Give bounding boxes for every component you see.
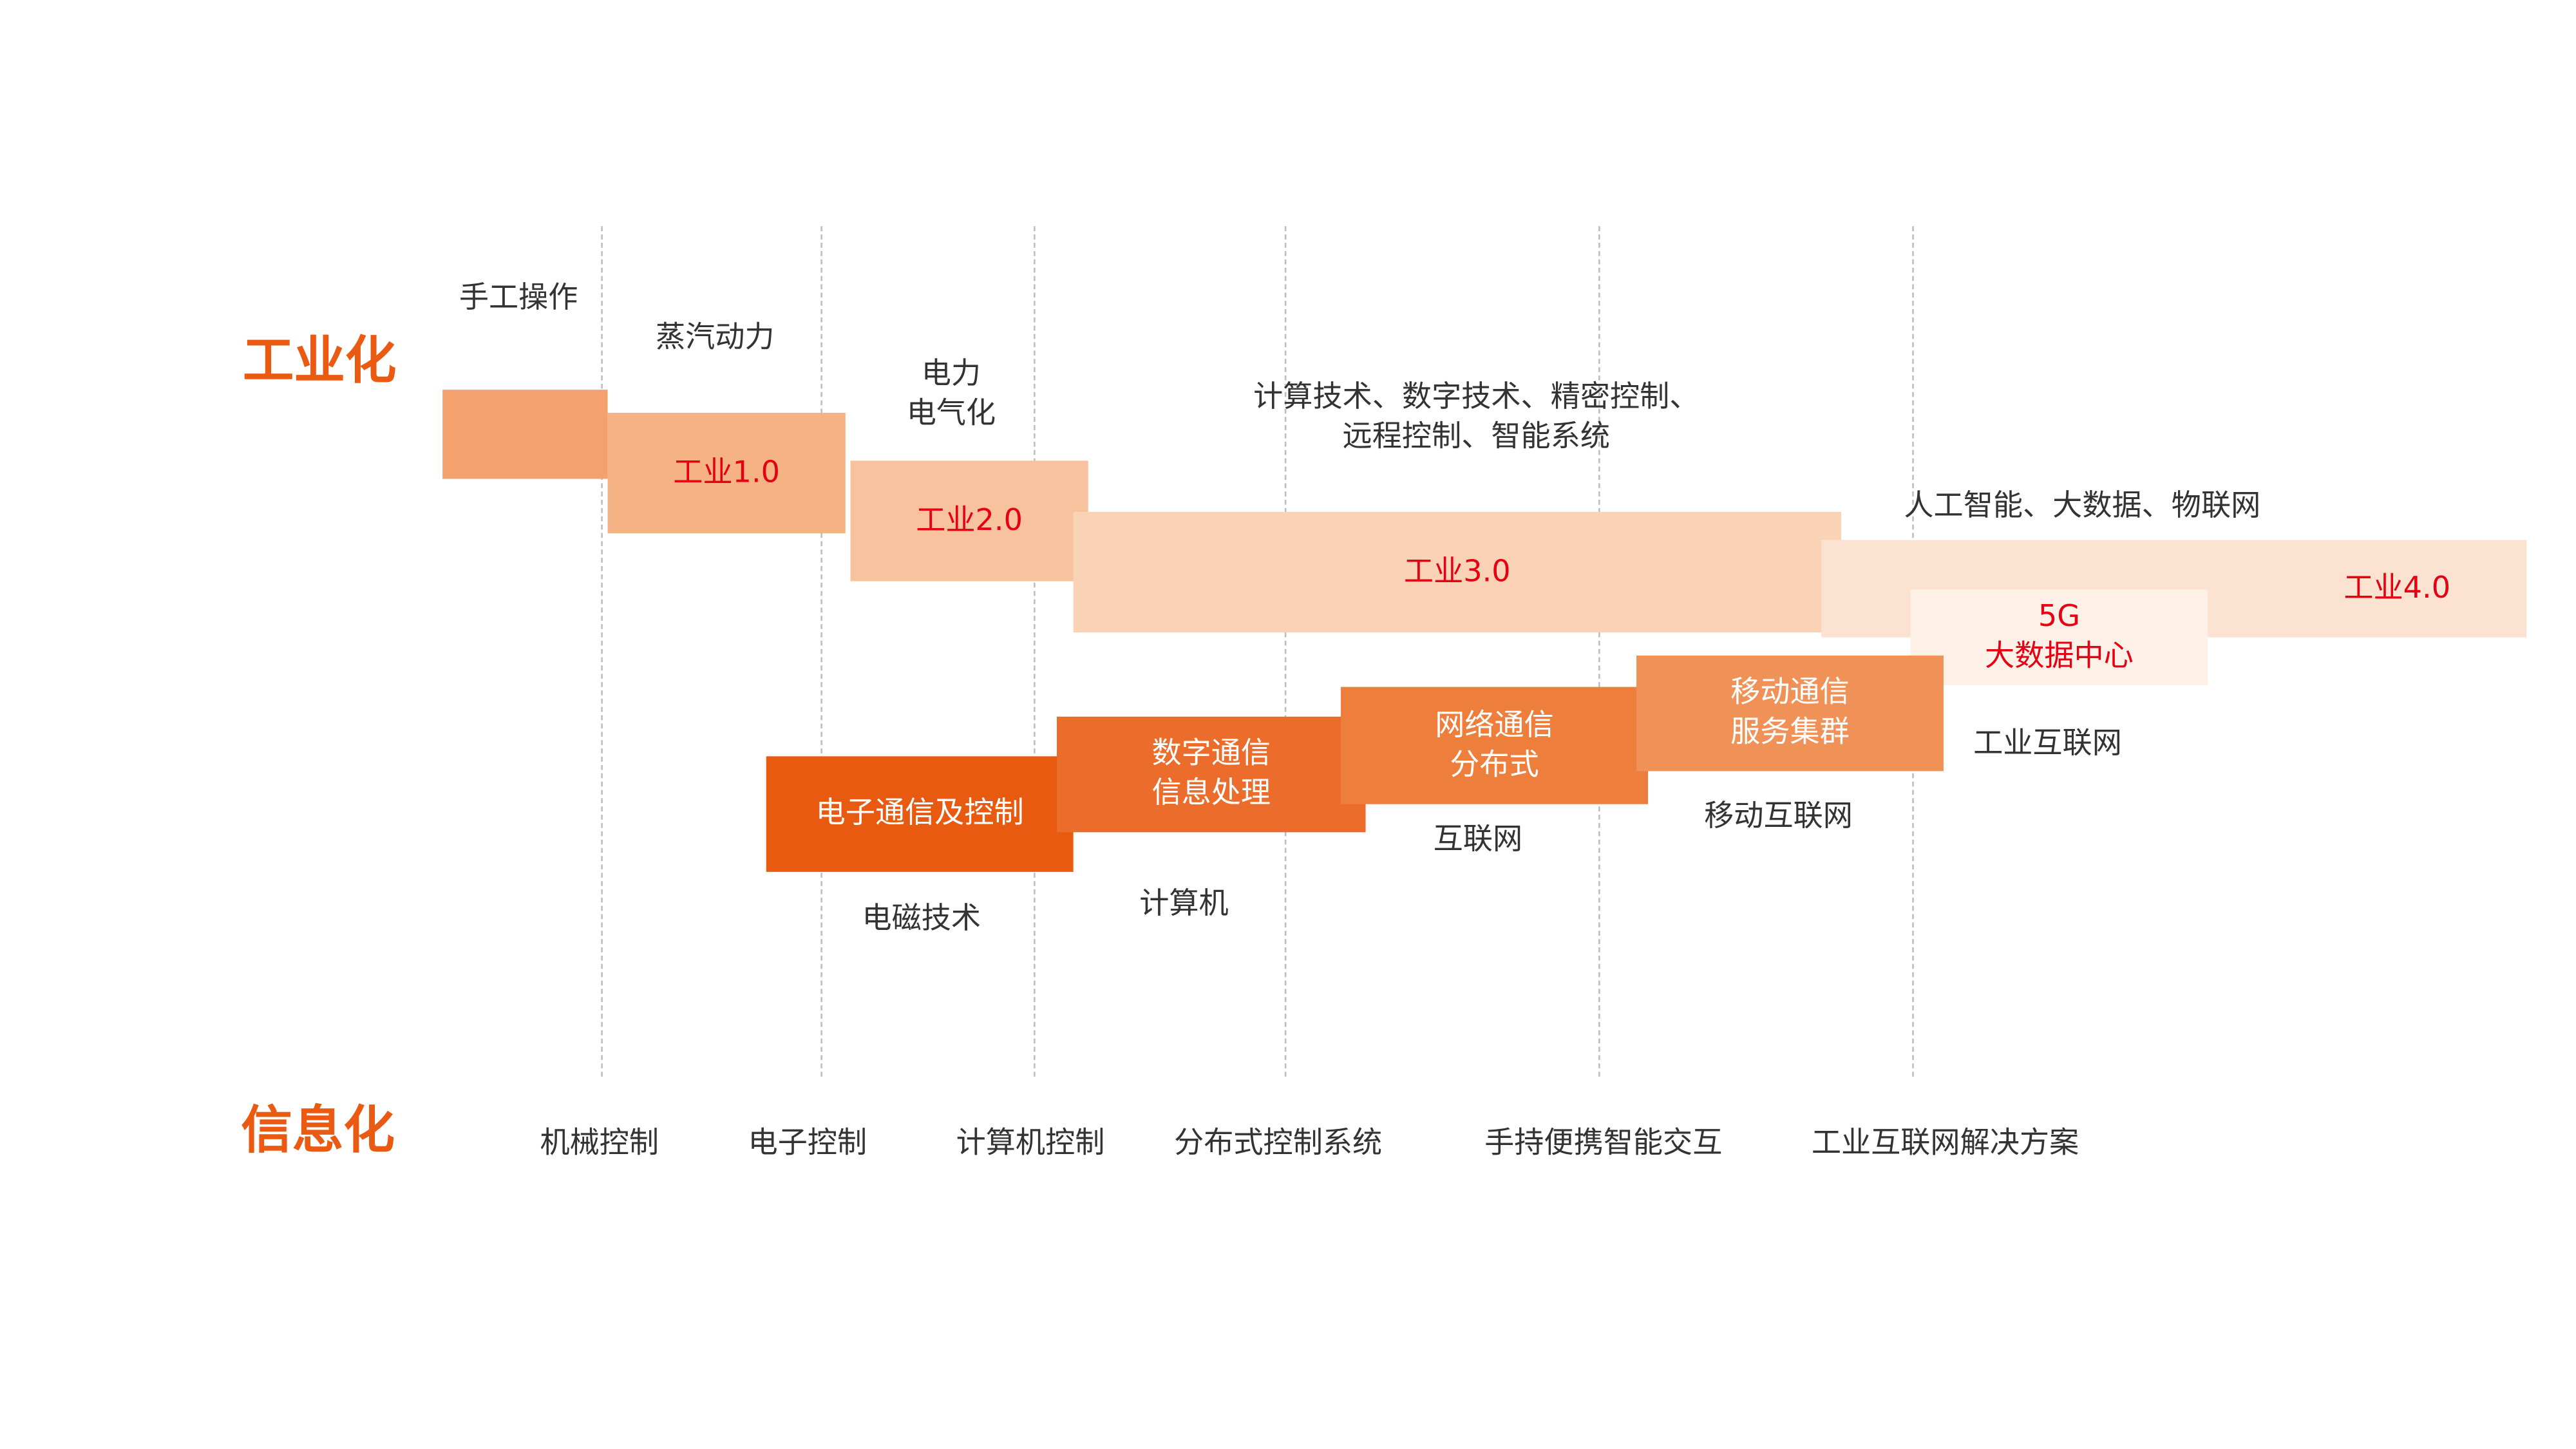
label-manual: 手工操作 bbox=[459, 280, 578, 316]
block-label-line1: 移动通信 bbox=[1730, 675, 1850, 710]
block-label: 工业1.0 bbox=[673, 455, 781, 490]
block-digital-comm: 数字通信信息处理 bbox=[1057, 716, 1366, 833]
label-electric-2: 电气化 bbox=[906, 396, 996, 431]
block-label: 工业2.0 bbox=[916, 502, 1023, 538]
stage-label: 工业互联网解决方案 bbox=[1811, 1126, 2079, 1161]
block-label-line1: 网络通信 bbox=[1435, 707, 1554, 743]
stage-label: 手持便携智能交互 bbox=[1484, 1126, 1723, 1161]
label-electric-1: 电力 bbox=[921, 356, 981, 392]
block-label-line2: 分布式 bbox=[1450, 747, 1539, 782]
block-label-line2: 信息处理 bbox=[1151, 776, 1271, 811]
label-electromagnetic: 电磁技术 bbox=[862, 901, 981, 936]
block-industry-3: 工业3.0 bbox=[1073, 511, 1841, 633]
divider-line bbox=[820, 226, 822, 1077]
block-electronic-comm: 电子通信及控制 bbox=[766, 756, 1074, 872]
block-label-line2: 大数据中心 bbox=[1985, 639, 2134, 674]
title-informatization: 信息化 bbox=[241, 1101, 395, 1161]
divider-line bbox=[1598, 226, 1600, 1077]
block-label: 工业4.0 bbox=[2344, 570, 2451, 605]
label-mobile-internet: 移动互联网 bbox=[1704, 799, 1853, 834]
divider-line bbox=[1034, 226, 1036, 1077]
stage-label: 电子控制 bbox=[748, 1126, 867, 1161]
block-manual bbox=[442, 390, 608, 479]
block-label-line2: 服务集群 bbox=[1730, 715, 1850, 750]
block-label-line1: 5G bbox=[2038, 599, 2081, 634]
block-label-line1: 数字通信 bbox=[1151, 736, 1271, 772]
divider-line bbox=[1284, 226, 1287, 1077]
label-digital-1: 计算技术、数字技术、精密控制、 bbox=[1253, 379, 1700, 415]
block-label: 电子通信及控制 bbox=[815, 795, 1024, 831]
stage-label: 机械控制 bbox=[540, 1126, 659, 1161]
block-mobile-comm: 移动通信服务集群 bbox=[1636, 655, 1944, 772]
label-steam: 蒸汽动力 bbox=[655, 320, 775, 355]
stage-label: 分布式控制系统 bbox=[1174, 1126, 1383, 1161]
block-network-comm: 网络通信分布式 bbox=[1341, 687, 1648, 804]
divider-line bbox=[601, 226, 603, 1077]
title-industrialization: 工业化 bbox=[242, 332, 397, 392]
label-ai: 人工智能、大数据、物联网 bbox=[1904, 488, 2261, 524]
block-industry-2: 工业2.0 bbox=[850, 460, 1088, 582]
block-label: 工业3.0 bbox=[1403, 554, 1511, 589]
label-internet: 互联网 bbox=[1433, 822, 1523, 857]
block-industry-1: 工业1.0 bbox=[607, 413, 846, 534]
stage-label: 计算机控制 bbox=[956, 1126, 1105, 1161]
label-industrial-internet: 工业互联网 bbox=[1973, 726, 2122, 762]
block-5g-datacenter: 5G 大数据中心 bbox=[1910, 589, 2208, 686]
label-digital-2: 远程控制、智能系统 bbox=[1342, 419, 1610, 455]
label-computer: 计算机 bbox=[1139, 886, 1229, 922]
